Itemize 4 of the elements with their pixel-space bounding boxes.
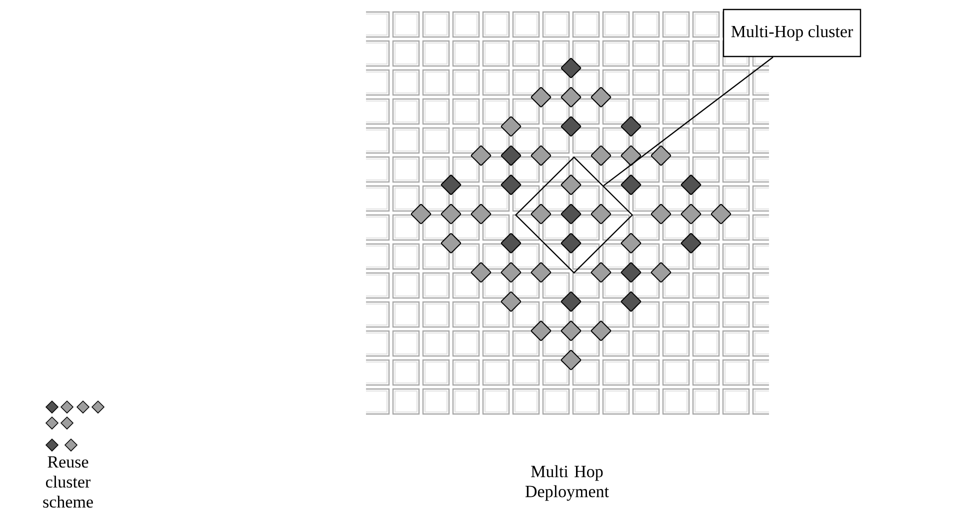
leader-line <box>603 56 774 186</box>
caption: Multi Hop Deployment <box>525 465 609 501</box>
caption: Reuse cluster scheme <box>43 456 93 508</box>
label-box: Multi-Hop cluster <box>722 8 862 58</box>
